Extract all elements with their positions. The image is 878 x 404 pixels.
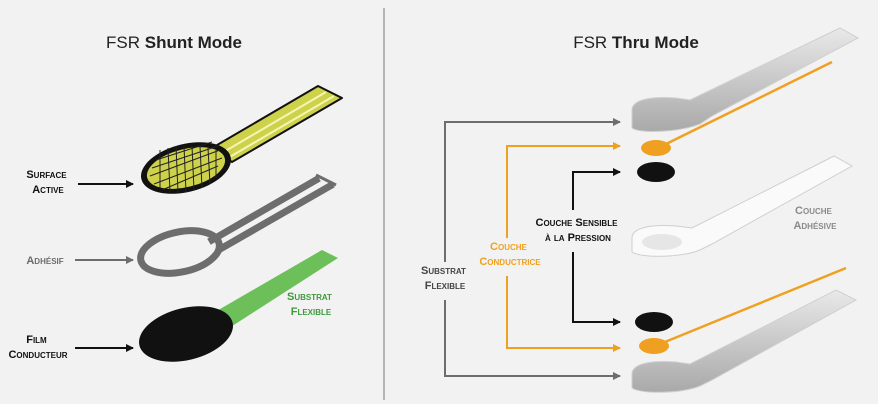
adhesive-strip bbox=[631, 155, 854, 257]
surface-label: Surface Active bbox=[26, 169, 69, 196]
shunt-mode-title: FSR Shunt Mode bbox=[106, 33, 242, 52]
conductive-film-layer bbox=[139, 250, 338, 362]
top-substrate-strip bbox=[631, 27, 860, 132]
substrat-connector-bottom bbox=[444, 300, 621, 380]
top-orange-lead bbox=[661, 60, 833, 148]
couche-sensible-label: Couche Sensible à la Pression bbox=[536, 217, 621, 244]
bottom-substrate-strip bbox=[631, 289, 858, 393]
bottom-orange-pad bbox=[639, 338, 669, 354]
film-label: Film Conducteur bbox=[8, 334, 67, 361]
couche-conductrice-label: Couche Conductrice bbox=[479, 241, 541, 268]
thru-mode-title: FSR Thru Mode bbox=[573, 33, 699, 52]
top-orange-pad bbox=[641, 140, 671, 156]
couche-adhesive-label: Couche Adhésive bbox=[793, 205, 837, 232]
substrat-flexible-label: Substrat Flexible bbox=[421, 265, 469, 292]
adhesif-label: Adhésif bbox=[26, 255, 63, 267]
sensible-connector-top bbox=[572, 168, 621, 210]
bottom-black-pad bbox=[635, 312, 673, 332]
conductrice-connector-top bbox=[506, 142, 621, 238]
thru-mode-panel: FSR Thru Mode bbox=[421, 27, 860, 393]
shunt-mode-panel: FSR Shunt Mode Surface A bbox=[8, 33, 343, 362]
active-surface-layer bbox=[140, 85, 343, 194]
substrat-label: Substrat Flexible bbox=[287, 291, 335, 318]
sensible-connector-bottom bbox=[572, 252, 621, 326]
substrat-connector-top bbox=[444, 118, 621, 262]
top-black-pad bbox=[637, 162, 675, 182]
conductrice-connector-bottom bbox=[506, 276, 621, 352]
bottom-orange-lead bbox=[659, 266, 847, 346]
adhesive-layer bbox=[137, 173, 337, 277]
